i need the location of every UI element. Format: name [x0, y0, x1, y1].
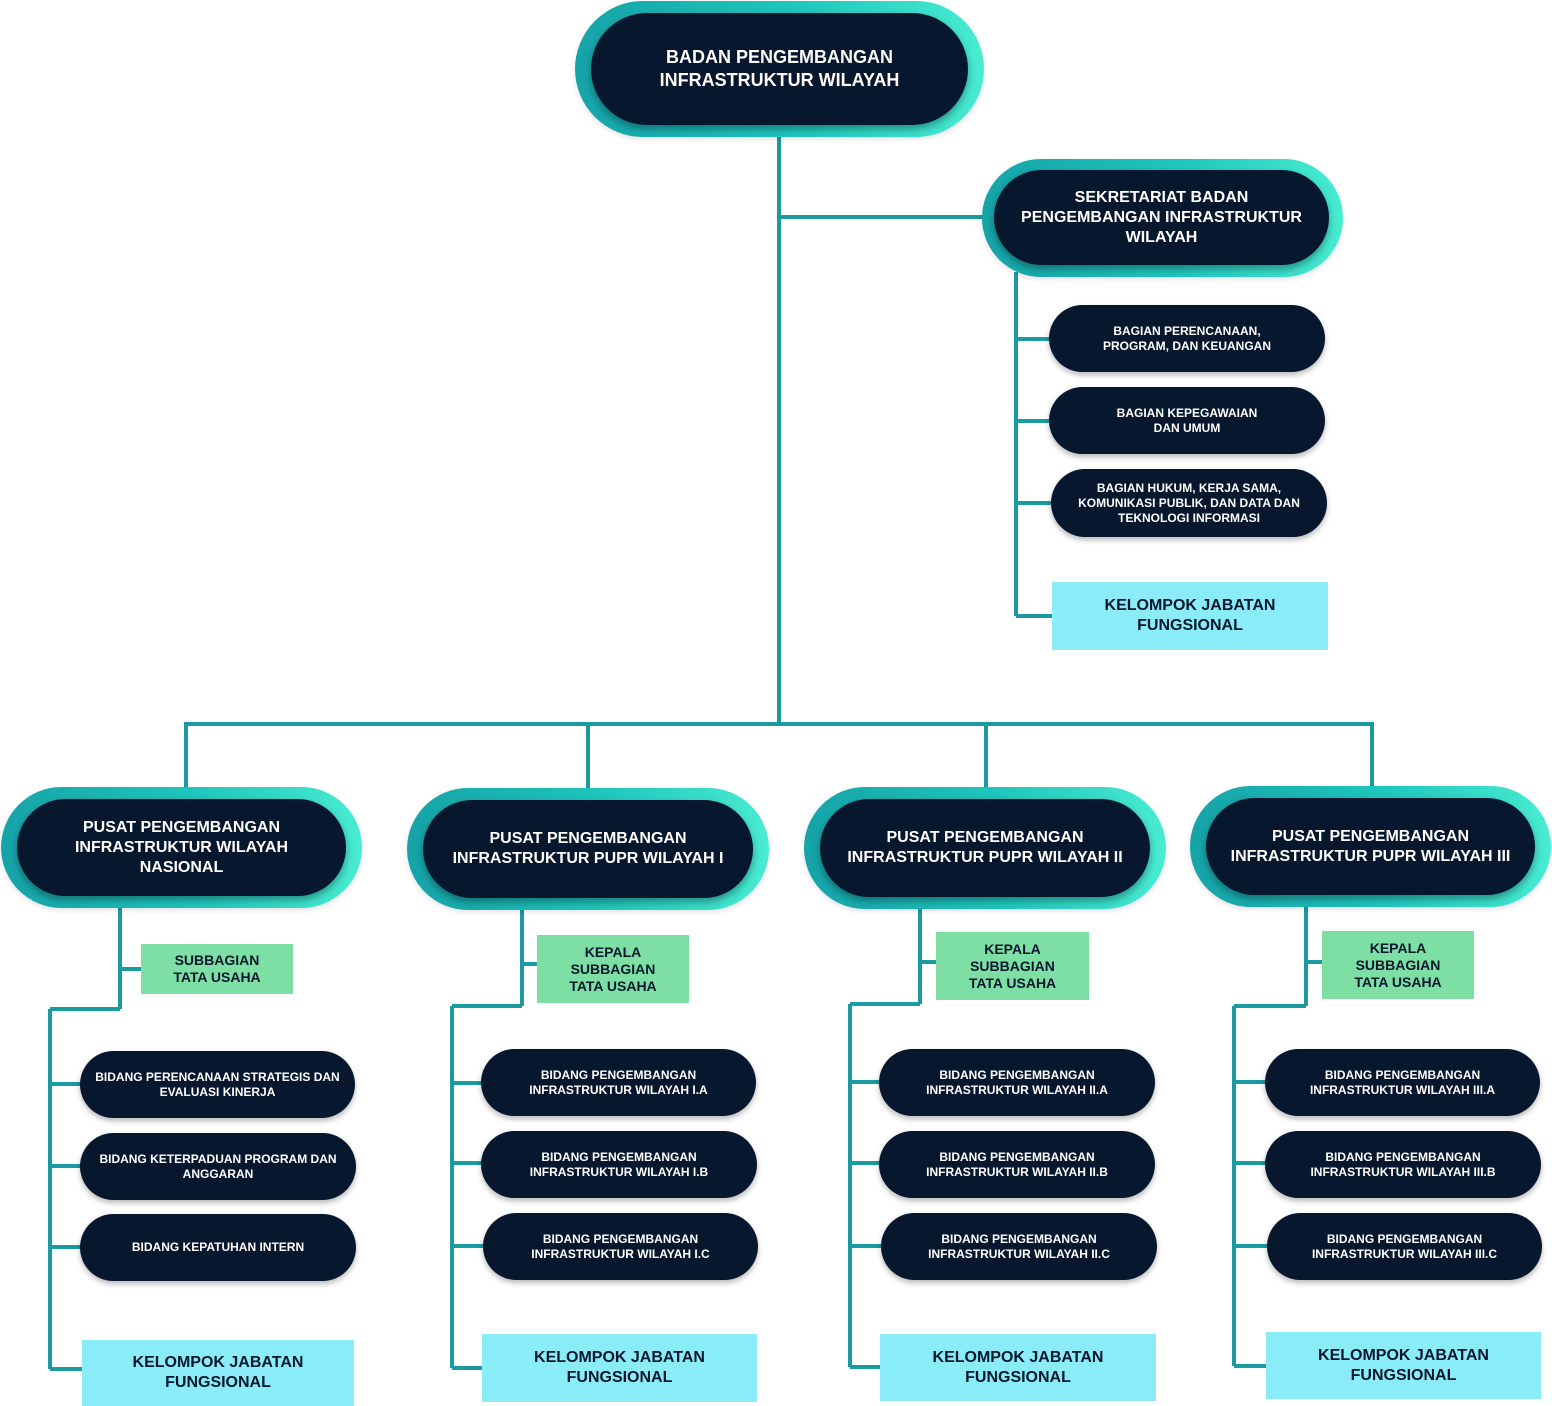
- center-subunit: SUBBAGIAN TATA USAHA: [141, 944, 293, 994]
- center-functional-group: KELOMPOK JABATAN FUNGSIONAL: [82, 1340, 354, 1406]
- center-unit: BIDANG PERENCANAAN STRATEGIS DAN EVALUAS…: [80, 1051, 355, 1118]
- center-label: PUSAT PENGEMBANGAN INFRASTRUKTUR WILAYAH…: [74, 818, 289, 876]
- center-unit: BIDANG PENGEMBANGAN INFRASTRUKTUR WILAYA…: [879, 1049, 1155, 1116]
- center-functional-group: KELOMPOK JABATAN FUNGSIONAL: [880, 1334, 1156, 1401]
- center-label: PUSAT PENGEMBANGAN INFRASTRUKTUR PUPR WI…: [452, 830, 724, 867]
- center-unit: BIDANG PENGEMBANGAN INFRASTRUKTUR WILAYA…: [1267, 1213, 1542, 1280]
- center-unit: BIDANG KETERPADUAN PROGRAM DAN ANGGARAN: [80, 1133, 356, 1200]
- center-subunit: KEPALA SUBBAGIAN TATA USAHA: [1322, 931, 1474, 999]
- secretariat-node: SEKRETARIAT BADAN PENGEMBANGAN INFRASTRU…: [982, 159, 1343, 277]
- center-unit: BIDANG PENGEMBANGAN INFRASTRUKTUR WILAYA…: [481, 1049, 756, 1116]
- center-subunit: KEPALA SUBBAGIAN TATA USAHA: [537, 935, 689, 1003]
- secretariat-unit: BAGIAN PERENCANAAN, PROGRAM, DAN KEUANGA…: [1049, 305, 1325, 372]
- secretariat-label: SEKRETARIAT BADAN PENGEMBANGAN INFRASTRU…: [1021, 188, 1302, 246]
- secretariat-unit: BAGIAN HUKUM, KERJA SAMA, KOMUNIKASI PUB…: [1051, 469, 1327, 537]
- center-label: PUSAT PENGEMBANGAN INFRASTRUKTUR PUPR WI…: [1230, 827, 1511, 865]
- center-unit: BIDANG PENGEMBANGAN INFRASTRUKTUR WILAYA…: [879, 1131, 1155, 1198]
- center-functional-group: KELOMPOK JABATAN FUNGSIONAL: [1266, 1332, 1541, 1399]
- center-label: PUSAT PENGEMBANGAN INFRASTRUKTUR PUPR WI…: [847, 829, 1123, 866]
- center-functional-group: KELOMPOK JABATAN FUNGSIONAL: [482, 1334, 757, 1402]
- center-unit: BIDANG KEPATUHAN INTERN: [80, 1214, 356, 1281]
- top-node-label: BADAN PENGEMBANGAN INFRASTRUKTUR WILAYAH: [659, 47, 900, 90]
- center-unit: BIDANG PENGEMBANGAN INFRASTRUKTUR WILAYA…: [481, 1131, 757, 1198]
- secretariat-functional-group: KELOMPOK JABATAN FUNGSIONAL: [1052, 582, 1328, 650]
- center-unit: BIDANG PENGEMBANGAN INFRASTRUKTUR WILAYA…: [483, 1213, 758, 1280]
- top-node: BADAN PENGEMBANGAN INFRASTRUKTUR WILAYAH: [575, 1, 984, 137]
- center-subunit: KEPALA SUBBAGIAN TATA USAHA: [936, 932, 1089, 1000]
- center-node: PUSAT PENGEMBANGAN INFRASTRUKTUR WILAYAH…: [1, 787, 362, 908]
- center-node: PUSAT PENGEMBANGAN INFRASTRUKTUR PUPR WI…: [407, 788, 769, 910]
- center-node: PUSAT PENGEMBANGAN INFRASTRUKTUR PUPR WI…: [804, 787, 1166, 909]
- center-unit: BIDANG PENGEMBANGAN INFRASTRUKTUR WILAYA…: [1265, 1049, 1540, 1116]
- secretariat-unit: BAGIAN KEPEGAWAIAN DAN UMUM: [1049, 387, 1325, 454]
- center-unit: BIDANG PENGEMBANGAN INFRASTRUKTUR WILAYA…: [881, 1213, 1157, 1280]
- center-node: PUSAT PENGEMBANGAN INFRASTRUKTUR PUPR WI…: [1190, 786, 1551, 907]
- center-unit: BIDANG PENGEMBANGAN INFRASTRUKTUR WILAYA…: [1265, 1131, 1541, 1198]
